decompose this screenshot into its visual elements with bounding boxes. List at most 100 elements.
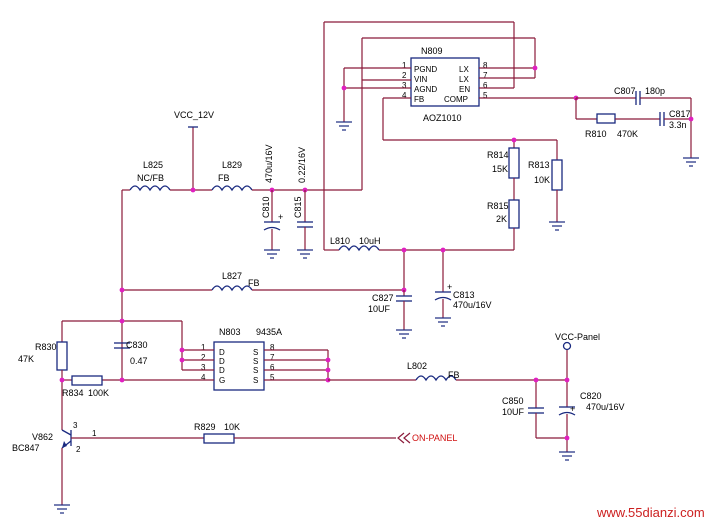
ic-n809-right-leads <box>323 21 576 250</box>
capacitor-c810 <box>263 190 281 259</box>
junction-c817 <box>688 116 694 122</box>
junction-d2 <box>179 357 185 363</box>
n803-num-4: 4 <box>201 373 206 382</box>
pin-num-6: 6 <box>483 81 488 90</box>
c820-plus: + <box>570 404 575 414</box>
vcc12-label: VCC_12V <box>174 110 214 120</box>
n803-wiring <box>62 320 329 381</box>
gnd-symbol-comp <box>683 157 699 167</box>
r830-ref: R830 <box>35 342 57 352</box>
junction-fb <box>511 137 517 143</box>
n803-num-2: 2 <box>201 353 206 362</box>
n803-num-7: 7 <box>270 353 275 362</box>
r834-ref: R834 <box>62 388 84 398</box>
junction-output-gnd <box>564 435 570 441</box>
c810-plus: + <box>278 212 283 222</box>
pin-name-en: EN <box>459 85 470 94</box>
n803-num-3: 3 <box>201 363 206 372</box>
pin-num-1: 1 <box>402 61 407 70</box>
c815-ref: C815 <box>293 196 303 218</box>
v862-pin-3: 3 <box>73 421 78 430</box>
c850-value: 10UF <box>502 407 525 417</box>
l825-ref: L825 <box>143 160 163 170</box>
pin-name-lx2: LX <box>459 75 469 84</box>
junction-d1 <box>179 347 185 353</box>
l802-value: FB <box>448 370 460 380</box>
pin-num-2: 2 <box>402 71 407 80</box>
c817-ref: C817 <box>669 109 691 119</box>
output-chain <box>328 341 576 461</box>
junction-c850 <box>533 377 539 383</box>
r810-value: 470K <box>617 129 638 139</box>
l810-ref: L810 <box>330 236 350 246</box>
pin-name-comp: COMP <box>444 95 468 104</box>
c850-ref: C850 <box>502 396 524 406</box>
c813-plus: + <box>447 282 452 292</box>
ic-n809-ref: N809 <box>421 46 443 56</box>
l829-ref: L829 <box>222 160 242 170</box>
ic-n809-body <box>410 57 480 107</box>
n803-ref: N803 <box>219 327 241 337</box>
c815-value: 0.22/16V <box>297 147 307 183</box>
junction-l810-out <box>401 247 407 253</box>
junction-agnd <box>341 85 347 91</box>
n803-pin-g: G <box>219 376 225 385</box>
v862-ref: V862 <box>32 432 53 442</box>
junction-vcc12 <box>190 187 196 193</box>
pin-num-4: 4 <box>402 91 407 100</box>
n803-pin-s2: S <box>253 357 258 366</box>
r829-ref: R829 <box>194 422 216 432</box>
watermark: www.55dianzi.com <box>596 505 705 520</box>
r810-ref: R810 <box>585 129 607 139</box>
capacitor-c827 <box>396 290 412 339</box>
n803-pin-s4: S <box>253 376 258 385</box>
junction-c813 <box>440 247 446 253</box>
pin-name-fb: FB <box>414 95 424 104</box>
c830-value: 0.47 <box>130 356 148 366</box>
pin-num-7: 7 <box>483 71 488 80</box>
n803-pin-s3: S <box>253 366 258 375</box>
c820-value: 470u/16V <box>586 402 625 412</box>
r830-value: 47K <box>18 354 34 364</box>
n803-num-6: 6 <box>270 363 275 372</box>
junction-c830-top <box>119 318 125 324</box>
n803-pin-d1: D <box>219 348 225 357</box>
l827-ref: L827 <box>222 271 242 281</box>
on-panel-signal: ON-PANEL <box>412 433 457 443</box>
v862-part: BC847 <box>12 443 40 453</box>
n803-num-1: 1 <box>201 343 206 352</box>
r834-value: 100K <box>88 388 109 398</box>
c810-ref: C810 <box>261 196 271 218</box>
n803-part: 9435A <box>256 327 282 337</box>
pin-num-8: 8 <box>483 61 488 70</box>
v862-pin-1: 1 <box>92 429 97 438</box>
junction-c830-bottom <box>119 377 125 383</box>
ic-n803-body <box>213 341 265 391</box>
r814-ref: R814 <box>487 150 509 160</box>
n803-pin-d3: D <box>219 366 225 375</box>
n803-pin-d2: D <box>219 357 225 366</box>
n803-num-8: 8 <box>270 343 275 352</box>
l827-value: FB <box>248 278 260 288</box>
pin-name-lx1: LX <box>459 65 469 74</box>
feedback-divider <box>508 140 563 250</box>
ic-n809-left-leads <box>343 37 557 190</box>
c813-ref: C813 <box>453 290 475 300</box>
pin-name-agnd: AGND <box>414 85 437 94</box>
ic-n809: N809 AOZ1010 PGND VIN AGND FB LX LX EN C… <box>402 46 488 123</box>
l829-value: FB <box>218 173 230 183</box>
n803-pin-s1: S <box>253 348 258 357</box>
junction-c820 <box>564 377 570 383</box>
inductor-l827 <box>122 285 404 292</box>
l810-value: 10uH <box>359 236 381 246</box>
comp-network <box>575 91 692 158</box>
r815-ref: R815 <box>487 201 509 211</box>
inductor-l810 <box>324 245 514 292</box>
r814-value: 15K <box>492 164 508 174</box>
c827-ref: C827 <box>372 293 394 303</box>
r815-value: 2K <box>496 214 507 224</box>
c807-ref: C807 <box>614 86 636 96</box>
resistor-r829 <box>203 432 411 444</box>
c820-ref: C820 <box>580 391 602 401</box>
